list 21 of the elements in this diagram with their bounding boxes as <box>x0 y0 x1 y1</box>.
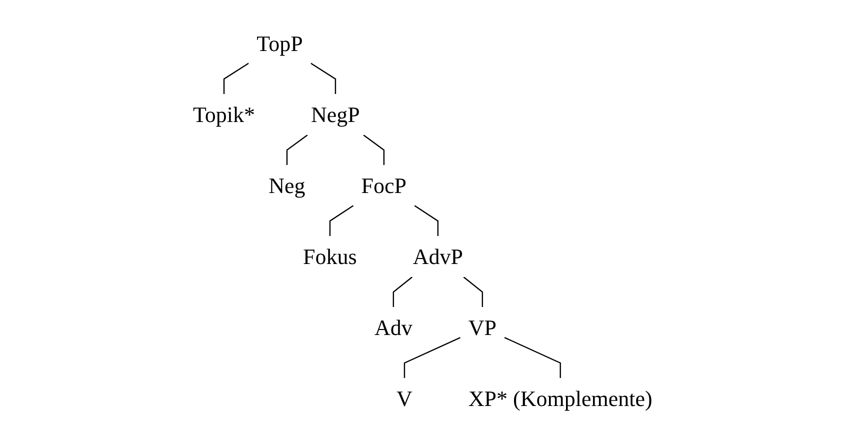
connector <box>504 336 562 378</box>
connector <box>310 62 336 94</box>
connector <box>363 134 385 164</box>
connector <box>404 336 461 378</box>
node-text: VP <box>468 314 497 340</box>
connector <box>464 276 484 306</box>
node-text: AdvP <box>413 243 464 268</box>
node-text: TopP <box>257 30 304 56</box>
connector <box>414 204 439 236</box>
connector <box>330 204 354 236</box>
node-text: V <box>396 385 413 410</box>
connector <box>286 134 308 164</box>
node-text: FocP <box>362 172 407 198</box>
connector <box>224 62 250 94</box>
node-text: Adv <box>374 314 413 340</box>
connector <box>393 276 413 306</box>
node-text: Fokus <box>303 243 358 268</box>
node-text: Neg <box>269 172 306 198</box>
node-text: Topik* <box>193 101 256 126</box>
node-text: XP* (Komplemente) <box>468 385 653 410</box>
node-text: NegP <box>311 101 360 126</box>
